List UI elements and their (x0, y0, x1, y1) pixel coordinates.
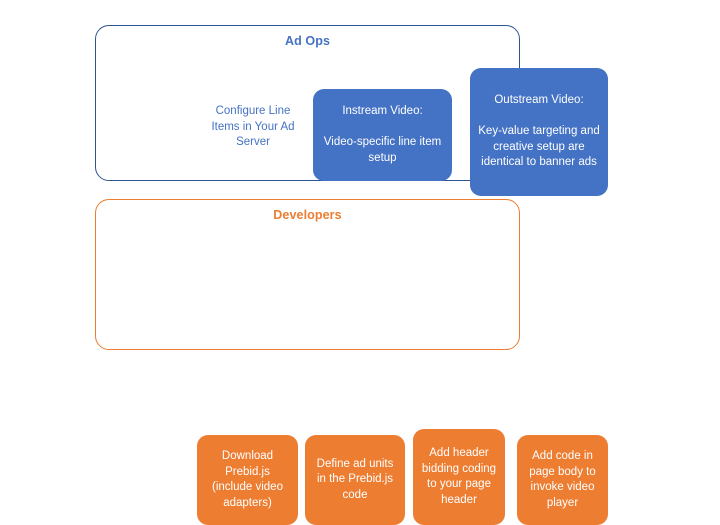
card-download-prebid-body: Download Prebid.js (include video adapte… (212, 450, 283, 509)
card-instream-video-heading: Instream Video: (342, 105, 423, 117)
card-add-page-body-code-body: Add code in page body to invoke video pl… (529, 450, 596, 509)
group-title-developers: Developers (273, 208, 342, 222)
card-define-ad-units[interactable]: Define ad units in the Prebid.js code (305, 435, 405, 525)
configure-line-items-line-1: Configure Line (215, 105, 291, 117)
card-instream-video[interactable]: Instream Video: Video-specific line item… (313, 89, 452, 181)
card-outstream-video-heading: Outstream Video: (494, 94, 584, 107)
card-add-page-body-code[interactable]: Add code in page body to invoke video pl… (517, 435, 608, 525)
configure-line-items-line-2: Items in Your Ad (211, 120, 295, 133)
card-add-header-bidding-body: Add header bidding coding to your page h… (421, 447, 497, 506)
diagram-canvas: Ad Ops Configure Line Items in Your Ad S… (95, 25, 608, 525)
card-outstream-video[interactable]: Outstream Video: Key-value targeting and… (470, 68, 608, 196)
card-add-header-bidding[interactable]: Add header bidding coding to your page h… (413, 429, 505, 525)
configure-line-items-text: Configure Line Items in Your Ad Server (203, 104, 303, 151)
configure-line-items-line-3: Server (236, 136, 270, 148)
group-title-ad-ops: Ad Ops (284, 34, 331, 48)
card-define-ad-units-body: Define ad units in the Prebid.js code (316, 457, 394, 501)
card-outstream-video-body: Key-value targeting and creative setup a… (478, 125, 600, 169)
group-ad-ops: Ad Ops Configure Line Items in Your Ad S… (95, 25, 608, 196)
card-download-prebid[interactable]: Download Prebid.js (include video adapte… (197, 435, 298, 525)
card-instream-video-body: Video-specific line item setup (323, 136, 442, 164)
group-developers: Developers Download Prebid.js (include v… (95, 199, 608, 525)
